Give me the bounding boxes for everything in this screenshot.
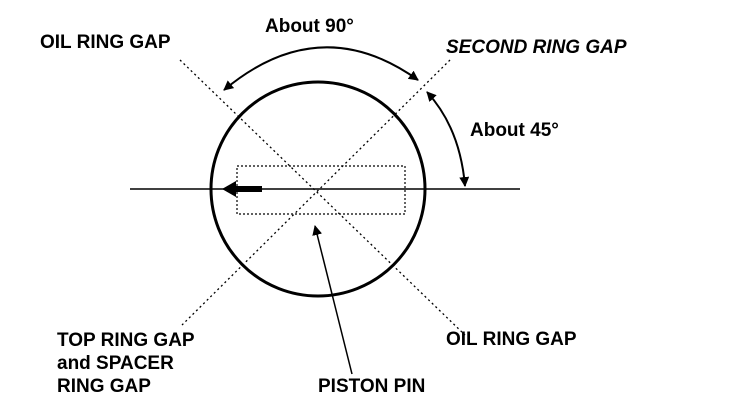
angle-90-label: About 90° <box>265 16 354 37</box>
second-ring-gap-label: SECOND RING GAP <box>446 37 627 58</box>
piston-pin-leader <box>312 225 353 375</box>
angle-45-label: About 45° <box>470 120 559 141</box>
top-ring-gap-arrowhead <box>222 181 236 197</box>
diagonal-line-oil-gap <box>179 59 466 336</box>
diagonal-line-second-gap <box>181 59 451 326</box>
angle-90-arc <box>223 46 419 91</box>
top-ring-gap-label-line2: and SPACER <box>57 353 174 374</box>
top-ring-gap-label-line1: TOP RING GAP <box>57 330 195 351</box>
piston-pin-label: PISTON PIN <box>318 376 425 397</box>
oil-ring-gap-top-label: OIL RING GAP <box>40 32 171 53</box>
oil-ring-gap-bottom-label: OIL RING GAP <box>446 329 577 350</box>
top-ring-gap-label-line3: RING GAP <box>57 376 151 397</box>
piston-pin-outline <box>236 165 406 215</box>
angle-45-arc <box>426 91 470 187</box>
